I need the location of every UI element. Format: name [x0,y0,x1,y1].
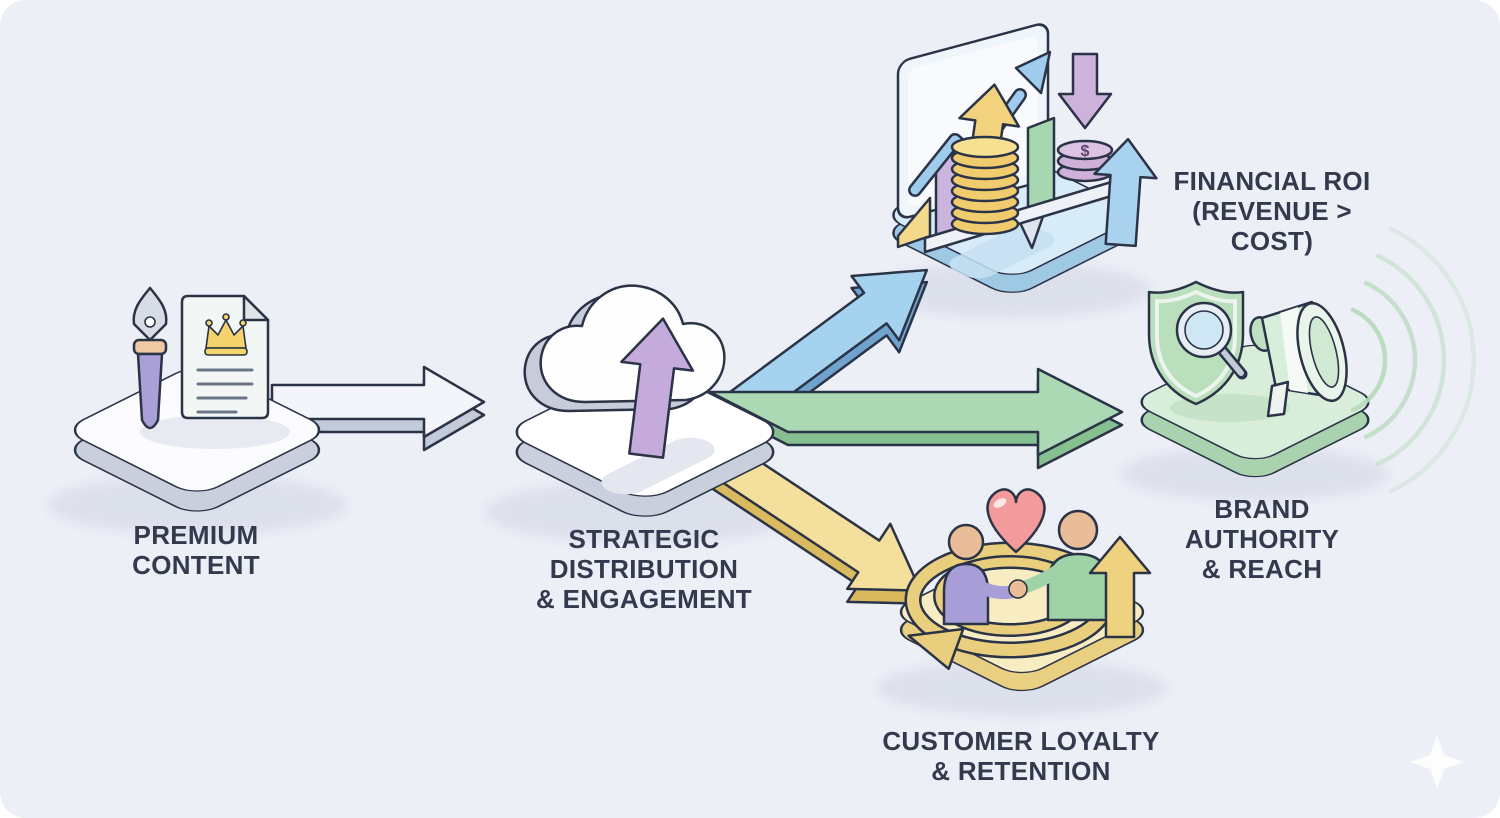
magnifier-icon [1175,301,1248,380]
megaphone-icon [1249,300,1348,418]
loyalty-up-arrow-icon [1088,535,1152,639]
shield-icon [1147,280,1248,406]
coin-stack-icon [950,135,1020,236]
flow-arrow-strategic-to-brand [708,367,1124,470]
premium-content-label: PREMIUM CONTENT [132,520,260,581]
loop-arrowhead [907,627,965,671]
fountain-pen-icon [132,286,168,430]
premium-document-icon [180,294,270,420]
handshake-people-icon [942,509,1110,626]
document-text-lines [196,368,254,414]
dollar-coin-icon: $ [1056,139,1114,183]
sound-waves-icon [1350,226,1477,494]
roi-up-arrow-icon [1093,137,1158,248]
cost-down-arrow-icon [1057,52,1113,130]
sparkle-icon [1410,735,1464,789]
cloud-icon [523,284,726,413]
strategic-distribution-label: STRATEGIC DISTRIBUTION & ENGAGEMENT [536,524,752,615]
dollar-symbol: $ [1081,143,1090,160]
financial-roi-label: FINANCIAL ROI (REVENUE > COST) [1173,166,1371,257]
upload-arrow-icon [620,317,695,459]
crown-icon [204,313,248,356]
customer-loyalty-label: CUSTOMER LOYALTY & RETENTION [882,726,1160,787]
brand-authority-label: BRAND AUTHORITY & REACH [1184,494,1340,585]
heart-icon [986,488,1046,554]
